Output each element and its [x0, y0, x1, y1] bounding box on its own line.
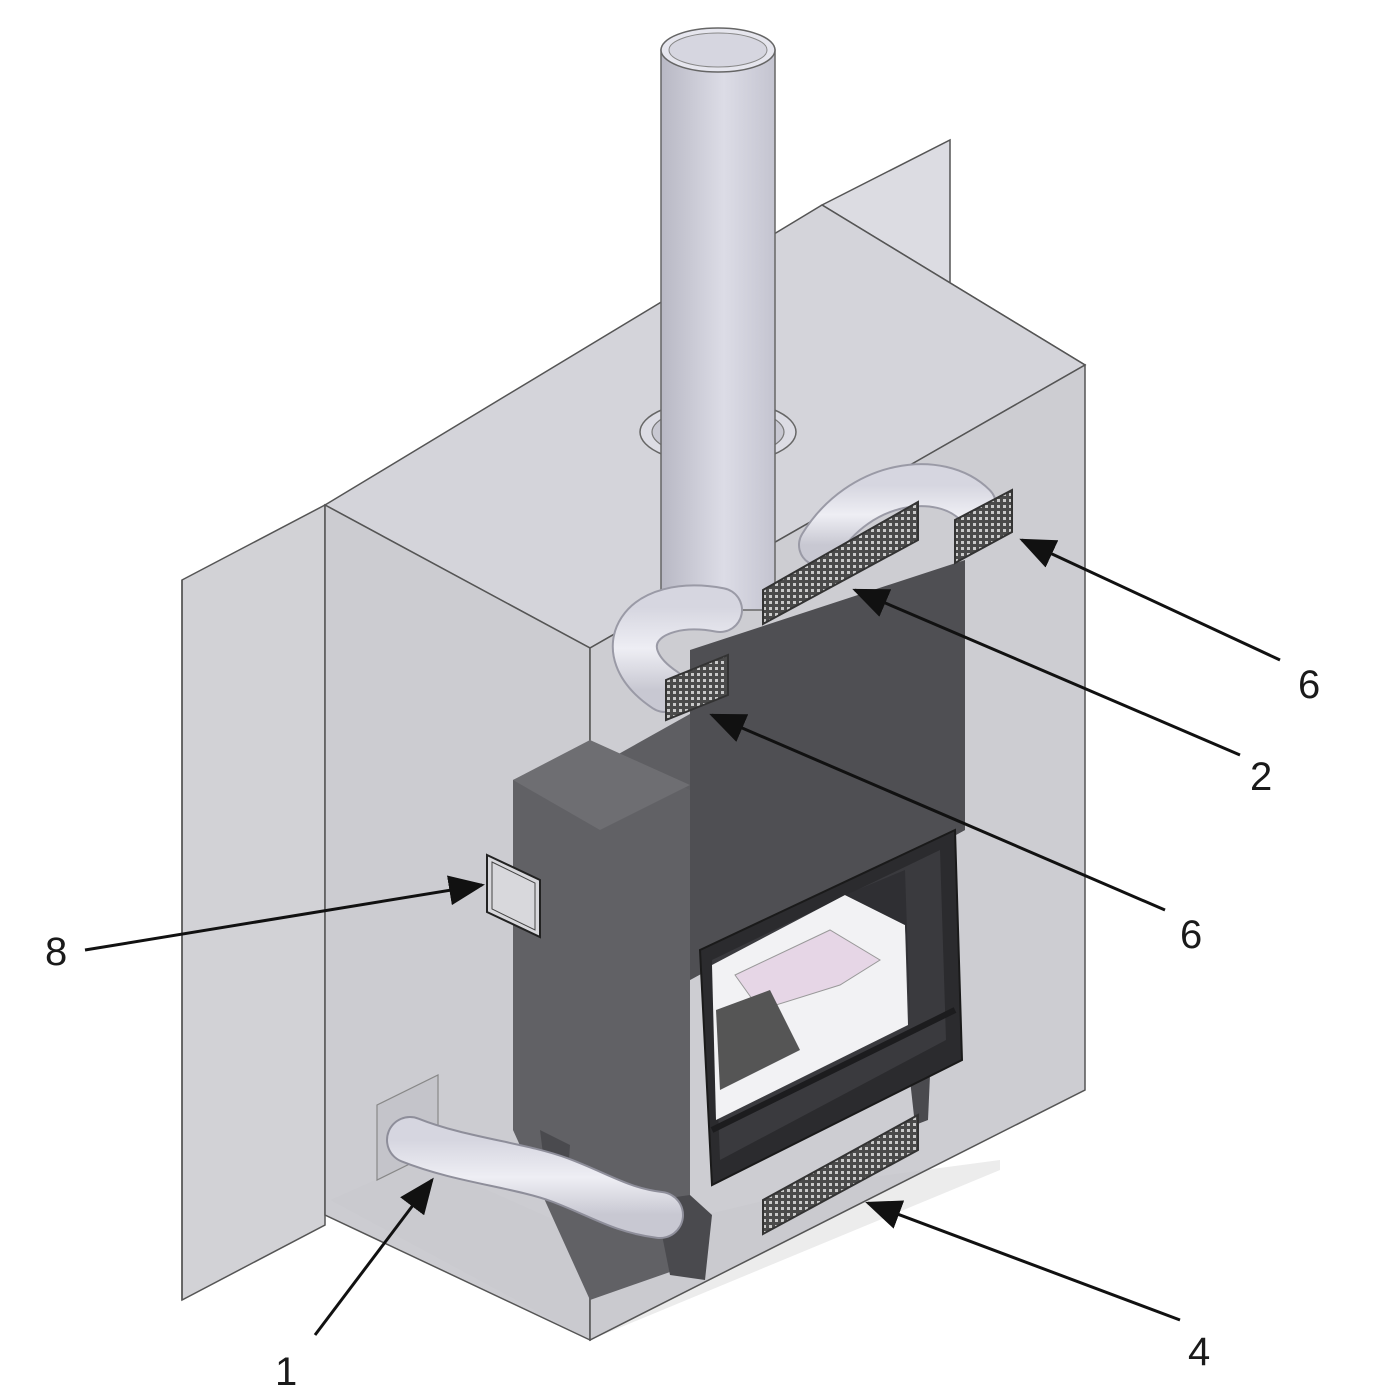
callout-arrow-6-upper [1019, 538, 1281, 662]
callout-arrow-4 [865, 1200, 1181, 1322]
hot-air-duct-left [611, 584, 743, 713]
firebox-door [698, 828, 964, 1187]
hot-air-duct-right [798, 463, 997, 567]
callout-arrow-1 [313, 1177, 434, 1336]
callout-label-1: 1 [275, 1350, 297, 1393]
callout-label-8: 8 [45, 930, 67, 974]
callout-label-6-upper: 6 [1298, 663, 1320, 707]
upper-center-outlet-grille [762, 500, 919, 626]
callout-arrows [84, 538, 1281, 1336]
lower-inlet-grille [762, 1113, 919, 1236]
upper-left-outlet-grille [665, 653, 729, 722]
callout-arrow-2 [852, 588, 1241, 757]
callout-arrow-8 [84, 875, 485, 952]
callout-label-2: 2 [1250, 755, 1272, 799]
callout-label-4: 4 [1188, 1330, 1210, 1374]
inspection-hatch [486, 853, 541, 939]
callout-arrow-6-lower [709, 713, 1166, 912]
left-side-panel [181, 503, 326, 1302]
upper-right-outlet-grille [954, 488, 1013, 565]
cold-air-intake-pipe [376, 1074, 684, 1239]
chimney-flue-pipe [660, 27, 776, 611]
callout-label-6-lower: 6 [1180, 913, 1202, 957]
